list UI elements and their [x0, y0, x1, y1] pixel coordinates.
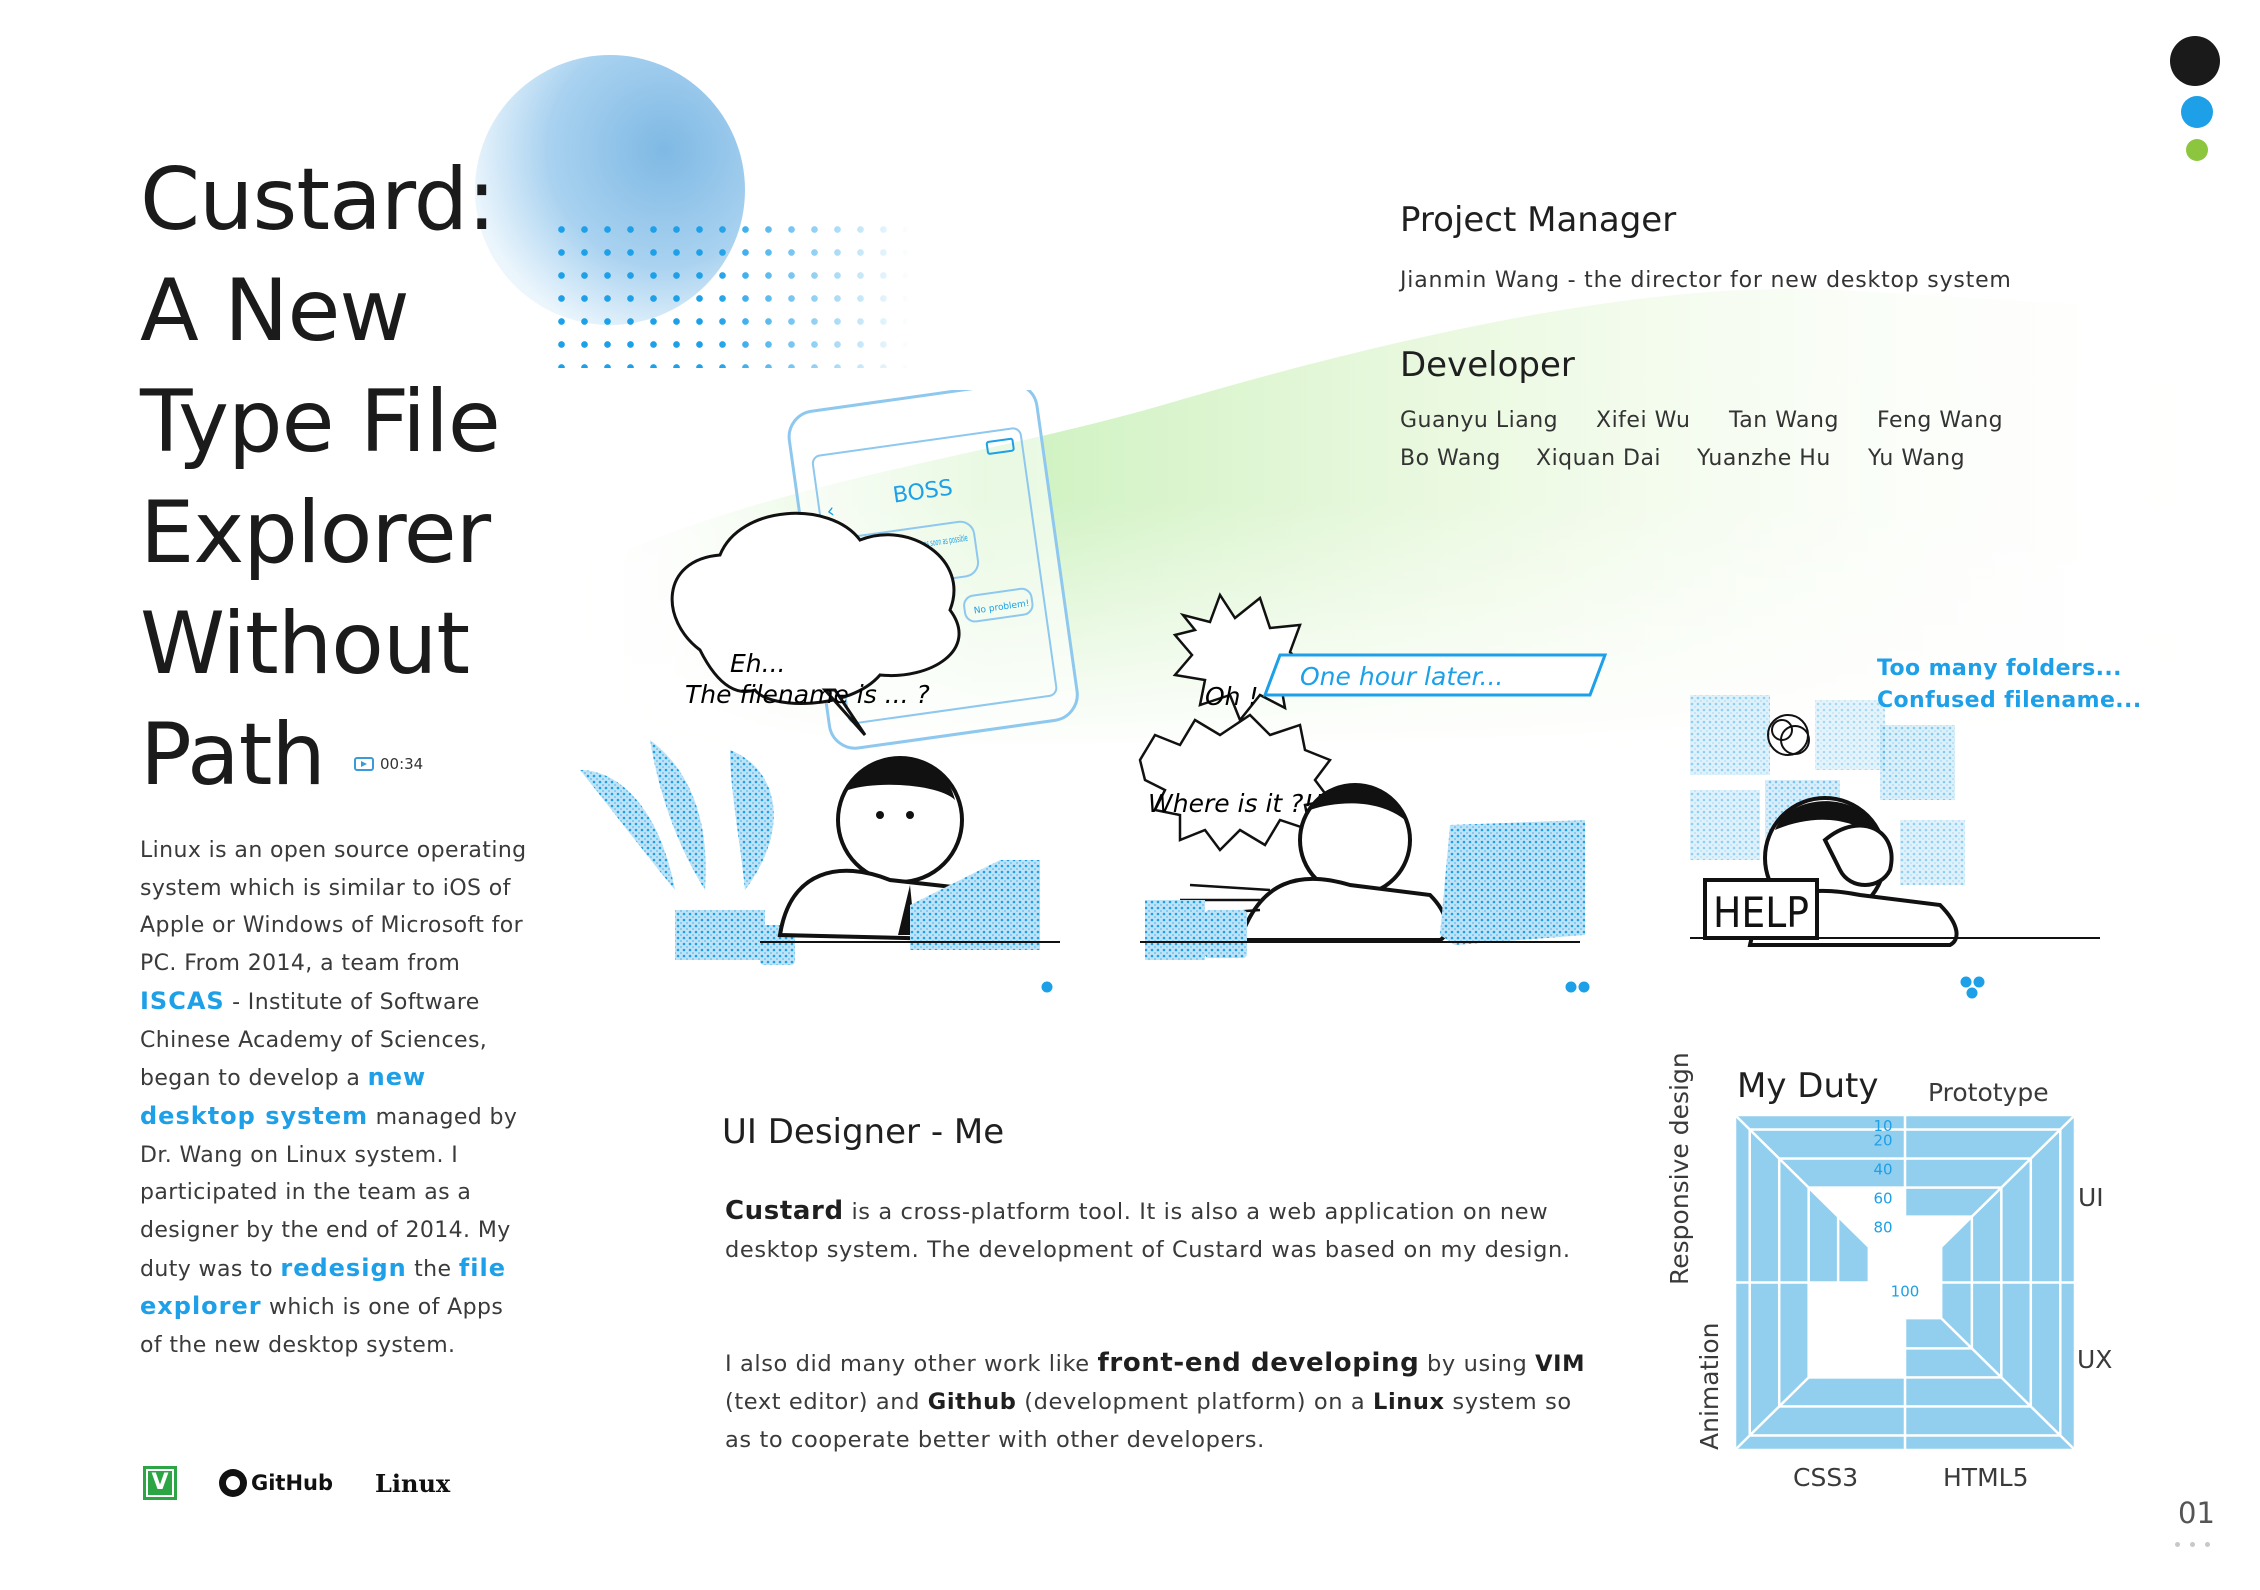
duty-sector-ux — [1905, 1319, 2075, 1450]
bold-vim: VIM — [1535, 1351, 1586, 1377]
developer-heading: Developer — [1400, 345, 1575, 385]
comic-panel-3: HELP — [1690, 695, 2100, 999]
title-line: Type File — [140, 372, 501, 472]
duty-tick-label: 20 — [1873, 1132, 1892, 1150]
linux-logo: Linux — [375, 1468, 451, 1498]
bubble-text-filename: The filename is ... ? — [685, 680, 930, 709]
bubble-text-eh: Eh... — [730, 649, 785, 678]
page-number: 01 — [2178, 1496, 2215, 1530]
duty-sector-html5 — [1735, 1377, 1905, 1450]
bold-front-end: front-end developing — [1097, 1348, 1420, 1378]
developer-name: Yu Wang — [1868, 446, 1966, 471]
duty-label-ui: UI — [2078, 1183, 2104, 1212]
caption-confused-filename: Confused filename... — [1877, 688, 2142, 713]
duty-sector-animation — [1735, 1115, 1868, 1283]
developer-name: Guanyu Liang — [1400, 408, 1559, 433]
developer-name: Feng Wang — [1877, 408, 2004, 433]
duty-rings-group — [1735, 1115, 2075, 1450]
title-line: Custard: — [140, 150, 496, 250]
bold-linux: Linux — [1373, 1389, 1445, 1415]
duty-tick-label: 60 — [1873, 1190, 1892, 1208]
ui-designer-heading: UI Designer - Me — [722, 1112, 1005, 1152]
duty-label-prototype: Prototype — [1928, 1078, 2049, 1107]
paragraph-text: I also did many other work like — [725, 1351, 1098, 1377]
duty-tick-label: 80 — [1873, 1219, 1892, 1237]
highlight-iscas: ISCAS — [140, 986, 225, 1015]
ui-designer-paragraph-1: Custard is a cross-platform tool. It is … — [725, 1192, 1585, 1269]
duty-chart-title: My Duty — [1737, 1066, 1879, 1106]
intro-text: Linux is an open source operating system… — [140, 838, 527, 977]
developer-name: Xifei Wu — [1596, 408, 1691, 433]
play-icon[interactable] — [354, 757, 374, 771]
duty-label-animation: Animation — [1695, 1322, 1724, 1450]
paragraph-text: (text editor) and — [725, 1389, 928, 1415]
highlight-redesign: redesign — [280, 1253, 407, 1282]
duty-label-html5: HTML5 — [1943, 1463, 2029, 1492]
title-line: Explorer — [140, 483, 491, 583]
duty-tick-label: 40 — [1873, 1161, 1892, 1179]
bubble-text-oh: Oh ! — [1205, 682, 1259, 711]
highlight-new-desktop: new desktop system — [140, 1063, 427, 1130]
page-dot — [2190, 1542, 2195, 1547]
project-manager-description: Jianmin Wang - the director for new desk… — [1400, 268, 2012, 293]
title-line: Path — [140, 705, 326, 805]
title-line: Without — [140, 594, 470, 694]
duty-sector-ui — [1942, 1282, 2075, 1450]
help-sign-text: HELP — [1713, 888, 1809, 937]
decorative-dot-grid — [550, 218, 910, 368]
corner-dot-blue — [2181, 96, 2213, 128]
comic-strip-illustration: BOSS ‹ Please send me the meeting notes … — [580, 390, 2100, 999]
github-mark-icon — [219, 1469, 247, 1497]
duty-tick-label: 10 — [1873, 1117, 1892, 1135]
paragraph-text: (development platform) on a — [1016, 1389, 1374, 1415]
github-wordmark: GitHub — [251, 1471, 334, 1495]
duty-fill-group — [1735, 1115, 2075, 1450]
github-logo: GitHub — [219, 1469, 333, 1497]
svg-text:‹: ‹ — [825, 498, 836, 523]
comic-panel-2: Oh ! One hour later... Where is it ?!! — [1138, 592, 1608, 993]
video-duration[interactable]: 00:34 — [354, 755, 423, 773]
intro-text: the — [406, 1256, 459, 1282]
intro-text: - Institute of Software Chinese Academy … — [140, 989, 488, 1092]
duty-label-css3: CSS3 — [1793, 1463, 1859, 1492]
page-dot — [2175, 1542, 2180, 1547]
intro-text: which is one of Apps of the new desktop … — [140, 1295, 504, 1359]
duty-sector-ui — [1942, 1115, 2075, 1283]
page-title: Custard: A New Type File Explorer Withou… — [140, 145, 600, 811]
paragraph-text: by using — [1419, 1351, 1536, 1377]
tool-logos: V GitHub Linux — [143, 1466, 450, 1500]
highlight-file-explorer: file explorer — [140, 1253, 506, 1321]
page-dot — [2205, 1542, 2210, 1547]
bold-github: Github — [927, 1389, 1017, 1415]
project-manager-heading: Project Manager — [1400, 200, 1677, 240]
corner-dot-black — [2170, 36, 2220, 86]
corner-dot-green — [2186, 139, 2208, 161]
ui-designer-paragraph-2: I also did many other work like front-en… — [725, 1344, 1605, 1459]
intro-text: managed by Dr. Wang on Linux system. I p… — [140, 1104, 518, 1282]
developer-name: Yuanzhe Hu — [1697, 446, 1831, 471]
duty-sector-responsive-design — [1735, 1115, 1905, 1188]
bubble-text-where: Where is it ?!! — [1148, 789, 1323, 818]
duty-label-responsive-text: Responsive design — [1665, 1052, 1694, 1285]
duty-sector-prototype — [1905, 1115, 2075, 1217]
paragraph-text: is a cross-platform tool. It is also a w… — [725, 1199, 1571, 1263]
vim-logo-icon: V — [143, 1466, 177, 1500]
developer-name: Tan Wang — [1729, 408, 1839, 433]
developer-name: Xiquan Dai — [1536, 446, 1662, 471]
paragraph-text: system so as to cooperate better with ot… — [725, 1389, 1572, 1453]
duration-text: 00:34 — [380, 755, 424, 773]
caption-too-many-folders: Too many folders... — [1877, 656, 2122, 681]
developer-name: Bo Wang — [1400, 446, 1501, 471]
title-line: A New — [140, 261, 410, 361]
bold-custard: Custard — [725, 1196, 844, 1226]
duty-label-ux: UX — [2077, 1345, 2113, 1374]
comic-panel-1: Eh... The filename is ... ? — [580, 511, 1060, 993]
intro-paragraph: Linux is an open source operating system… — [140, 832, 530, 1365]
duty-label-responsive: Responsive design — [1665, 1052, 1694, 1285]
caption-one-hour-later: One hour later... — [1300, 662, 1503, 691]
duty-sector-css3 — [1735, 1282, 1809, 1450]
duty-tick-label: 100 — [1891, 1283, 1920, 1301]
